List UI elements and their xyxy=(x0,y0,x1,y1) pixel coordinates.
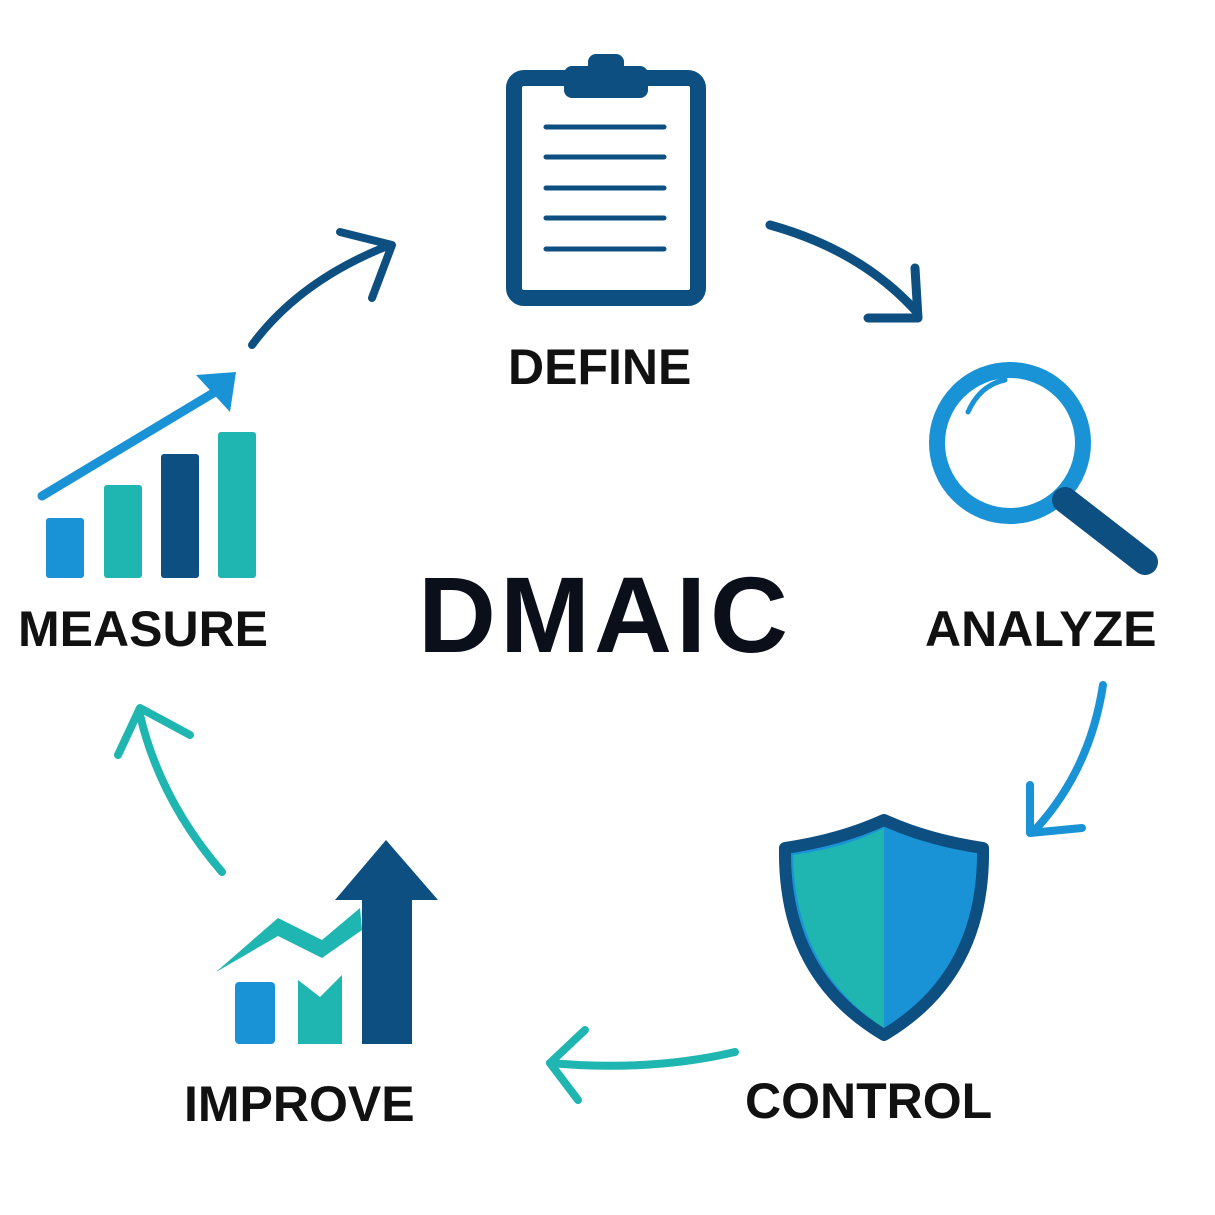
arrow-analyze-to-control xyxy=(1026,681,1107,837)
growth-chart-icon xyxy=(216,840,438,1044)
step-label-define: DEFINE xyxy=(508,339,692,395)
magnifier-icon xyxy=(929,362,1158,575)
arrow-measure-to-define xyxy=(248,228,396,349)
arrow-improve-to-measure xyxy=(114,704,226,876)
step-label-analyze: ANALYZE xyxy=(925,601,1157,657)
shield-icon xyxy=(778,814,990,1041)
step-label-measure: MEASURE xyxy=(18,601,269,657)
step-label-improve: IMPROVE xyxy=(184,1076,415,1132)
step-label-control: CONTROL xyxy=(745,1073,993,1129)
diagram-title: DMAIC xyxy=(418,554,792,675)
arrow-control-to-improve xyxy=(546,1026,739,1104)
arrow-define-to-analyze xyxy=(765,220,923,323)
clipboard-icon xyxy=(506,54,706,306)
bar-chart-icon xyxy=(37,372,256,578)
